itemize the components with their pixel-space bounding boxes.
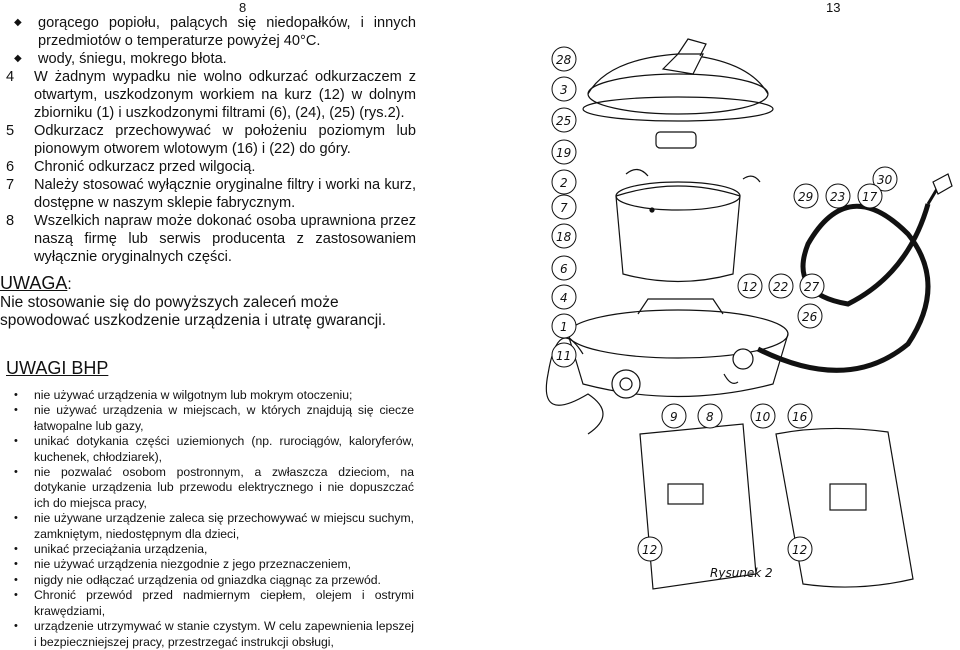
- bullet-icon: •: [14, 543, 18, 556]
- bullet-icon: •: [14, 404, 18, 417]
- item-text: W żadnym wypadku nie wolno odkurzać odku…: [34, 69, 416, 121]
- callout-label: 1: [560, 320, 568, 334]
- callout-label: 7: [560, 201, 568, 215]
- bullet-icon: •: [14, 389, 18, 401]
- bullet-icon: •: [14, 466, 18, 479]
- list-item: ◆ wody, śniegu, mokrego błota.: [6, 50, 416, 68]
- item-text: Wszelkich napraw może dokonać osoba upra…: [34, 213, 416, 265]
- item-text: Chronić odkurzacz przed wilgocią.: [34, 159, 256, 175]
- list-item-text: nie pozwalać osobom postronnym, a zwłasz…: [34, 465, 414, 510]
- bullet-icon: •: [14, 435, 18, 448]
- warning-heading: UWAGA:: [0, 274, 420, 294]
- list-item-text: Chronić przewód przed nadmiernym ciepłem…: [34, 588, 414, 618]
- callout-label: 25: [556, 114, 571, 128]
- warning-note: UWAGA: Nie stosowanie się do powyższych …: [0, 274, 420, 330]
- item-number: 8: [6, 213, 15, 229]
- item-number: 5: [6, 123, 15, 139]
- list-item: ◆ gorącego popiołu, palących się niedopa…: [6, 14, 416, 50]
- callout-label: 2: [560, 176, 568, 190]
- callout-labels: 28 3 25 19 2 7 18 6 4 1 11 30 29 23 17 1…: [551, 46, 898, 562]
- list-item: • unikać dotykania części uziemionych (np…: [14, 434, 414, 465]
- list-item: • nie używać urządzenia w miejscach, w kt…: [14, 403, 414, 434]
- list-item: • nie używane urządzenie zaleca się przec…: [14, 511, 414, 542]
- callout-label: 16: [792, 410, 808, 424]
- figure-caption: Rysunek 2: [710, 566, 773, 580]
- list-item-text: wody, śniegu, mokrego błota.: [38, 51, 227, 67]
- bullet-icon: •: [14, 573, 18, 586]
- numbered-item: 4 W żadnym wypadku nie wolno odkurzać od…: [6, 68, 416, 122]
- safety-rules-list: • nie używać urządzenia w wilgotnym lub m…: [14, 388, 414, 650]
- numbered-item: 8 Wszelkich napraw może dokonać osoba up…: [6, 212, 416, 266]
- list-item-text: unikać dotykania części uziemionych (np.…: [34, 434, 414, 464]
- callout-label: 30: [877, 173, 893, 187]
- warning-colon: :: [67, 276, 72, 293]
- numbered-item: 5 Odkurzacz przechowywać w położeniu poz…: [6, 122, 416, 158]
- callout-label: 18: [556, 230, 572, 244]
- list-item: • nie pozwalać osobom postronnym, a zwłas…: [14, 465, 414, 511]
- item-number: 4: [6, 69, 15, 85]
- list-item: • Chronić przewód przed nadmiernym ciepłe…: [14, 588, 414, 619]
- item-text: Należy stosować wyłącznie oryginalne fil…: [34, 177, 416, 211]
- callout-label: 9: [670, 410, 678, 424]
- bullet-icon: •: [14, 512, 18, 525]
- callout-label: 28: [556, 53, 572, 67]
- drawing-lines: [545, 38, 953, 590]
- callout-label: 4: [560, 291, 568, 305]
- callout-label: 17: [862, 190, 878, 204]
- vacuum-cleaner-exploded-drawing: 28 3 25 19 2 7 18 6 4 1 11 30 29 23 17 1…: [545, 38, 953, 590]
- callout-label: 11: [556, 349, 571, 363]
- item-number: 7: [6, 177, 15, 193]
- warning-text: Nie stosowanie się do powyższych zaleceń…: [0, 294, 386, 329]
- callout-label: 19: [556, 146, 571, 160]
- callout-label: 12: [742, 280, 757, 294]
- page-number-right: 13: [826, 0, 841, 15]
- callout-label: 26: [802, 310, 818, 324]
- numbered-item: 6 Chronić odkurzacz przed wilgocią.: [6, 158, 416, 176]
- list-item-text: nigdy nie odłączać urządzenia od gniazdk…: [34, 572, 381, 587]
- list-item-text: gorącego popiołu, palących się niedopałk…: [38, 15, 416, 49]
- callout-label: 12: [642, 543, 657, 557]
- diamond-bullet-icon: ◆: [14, 53, 22, 64]
- callout-label: 3: [560, 83, 568, 97]
- list-item: • nie używać urządzenia w wilgotnym lub m…: [14, 388, 414, 403]
- callout-label: 6: [560, 262, 568, 276]
- callout-label: 22: [773, 280, 788, 294]
- list-item-text: nie używać urządzenia w miejscach, w któ…: [34, 403, 414, 433]
- bullet-icon: •: [14, 589, 18, 602]
- callout-label: 12: [792, 543, 807, 557]
- list-item-text: urządzenie utrzymywać w stanie czystym. …: [34, 619, 414, 649]
- safety-rules-title: UWAGI BHP: [6, 358, 109, 378]
- bullet-icon: •: [14, 620, 18, 633]
- list-item: • unikać przeciążania urządzenia,: [14, 542, 414, 557]
- numbered-item: 7 Należy stosować wyłącznie oryginalne f…: [6, 176, 416, 212]
- list-item-text: unikać przeciążania urządzenia,: [34, 542, 208, 557]
- diamond-bullet-icon: ◆: [14, 17, 22, 28]
- list-item-text: nie używać urządzenia niezgodnie z jego …: [34, 557, 352, 572]
- callout-label: 10: [755, 410, 771, 424]
- list-item-text: nie używane urządzenie zaleca się przech…: [34, 511, 414, 541]
- page-number-left: 8: [239, 0, 247, 15]
- list-item: • urządzenie utrzymywać w stanie czystym.…: [14, 619, 414, 650]
- list-item: • nie używać urządzenia niezgodnie z jego…: [14, 557, 414, 572]
- callout-label: 29: [798, 190, 813, 204]
- warning-title: UWAGA: [0, 273, 68, 293]
- callout-label: 27: [804, 280, 820, 294]
- item-number: 6: [6, 159, 15, 175]
- bullet-icon: •: [14, 558, 18, 571]
- callout-label: 23: [830, 190, 845, 204]
- callout-label: 8: [706, 410, 714, 424]
- list-item: • nigdy nie odłączać urządzenia od gniazd…: [14, 573, 414, 588]
- safety-instructions: ◆ gorącego popiołu, palących się niedopa…: [6, 14, 416, 266]
- list-item-text: nie używać urządzenia w wilgotnym lub mo…: [34, 388, 353, 402]
- item-text: Odkurzacz przechowywać w położeniu pozio…: [34, 123, 416, 157]
